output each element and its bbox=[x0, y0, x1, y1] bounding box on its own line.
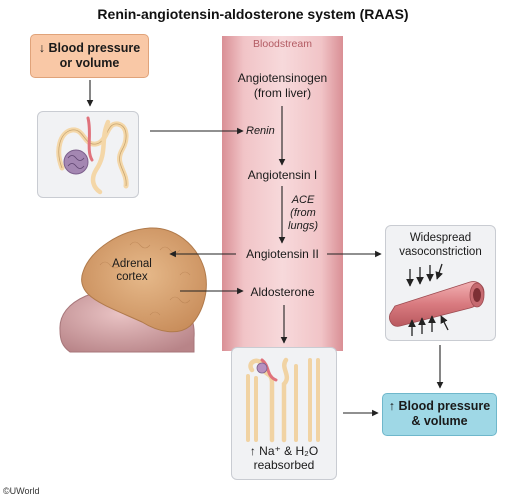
low-bp-line1: ↓ Blood pressure bbox=[38, 41, 141, 55]
adrenal-texture bbox=[99, 241, 191, 316]
aldosterone-label: Aldosterone bbox=[250, 285, 315, 299]
vaso-line1: Widespread bbox=[409, 232, 472, 244]
constriction-arrows bbox=[406, 263, 449, 336]
adrenal-cortex-label: Adrenal cortex bbox=[97, 258, 167, 284]
reabsorption-line2: reabsorbed bbox=[253, 458, 315, 472]
vasoconstriction-label: Widespread vasoconstriction bbox=[385, 231, 496, 259]
from-liver-label: (from liver) bbox=[253, 86, 312, 100]
high-blood-pressure-box: ↑ Blood pressure & volume bbox=[382, 393, 497, 436]
flow-arrows bbox=[86, 80, 444, 417]
angiotensin-1-label: Angiotensin I bbox=[247, 168, 318, 182]
diagram-title: Renin-angiotensin-aldosterone system (RA… bbox=[97, 6, 409, 22]
angiotensin-2-label: Angiotensin II bbox=[246, 247, 319, 261]
low-blood-pressure-box: ↓ Blood pressure or volume bbox=[30, 34, 149, 78]
high-bp-line1: ↑ Blood pressure bbox=[388, 399, 491, 413]
low-bp-line2: or volume bbox=[59, 56, 120, 70]
ace-from-label: (from bbox=[290, 207, 316, 219]
reabsorption-label: ↑ Na⁺ & H₂O reabsorbed bbox=[231, 444, 337, 472]
high-bp-line2: & volume bbox=[411, 414, 468, 428]
ace-label: ACE bbox=[291, 194, 315, 206]
angiotensinogen-label: Angiotensinogen bbox=[237, 71, 328, 85]
renal-tubule-illustration bbox=[246, 357, 320, 443]
adrenal-line2: cortex bbox=[116, 271, 148, 283]
nephron-illustration bbox=[56, 116, 129, 195]
reabsorption-line1: ↑ Na⁺ & H₂O bbox=[249, 444, 319, 458]
bloodstream-label: Bloodstream bbox=[253, 38, 312, 50]
ace-lungs-label: lungs) bbox=[288, 220, 318, 232]
adrenal-line1: Adrenal bbox=[112, 258, 152, 270]
constricted-vessel-illustration bbox=[389, 281, 485, 327]
vaso-line2: vasoconstriction bbox=[399, 246, 482, 258]
copyright-credit: ©UWorld bbox=[3, 486, 40, 496]
renin-label: Renin bbox=[246, 125, 275, 137]
